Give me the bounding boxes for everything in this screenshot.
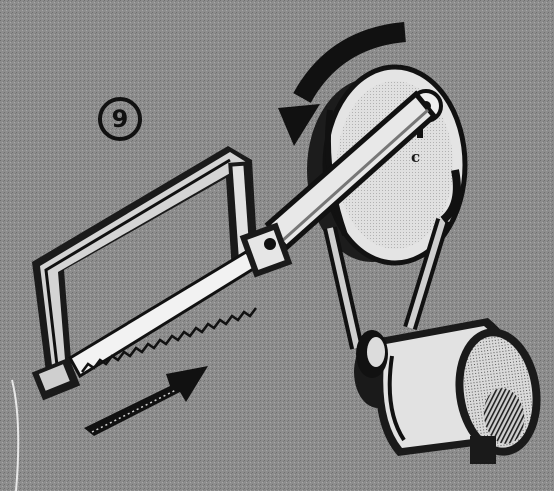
pin-label: c bbox=[411, 148, 420, 166]
figure-number: 9 bbox=[100, 99, 140, 139]
motor-pulley bbox=[356, 330, 388, 378]
